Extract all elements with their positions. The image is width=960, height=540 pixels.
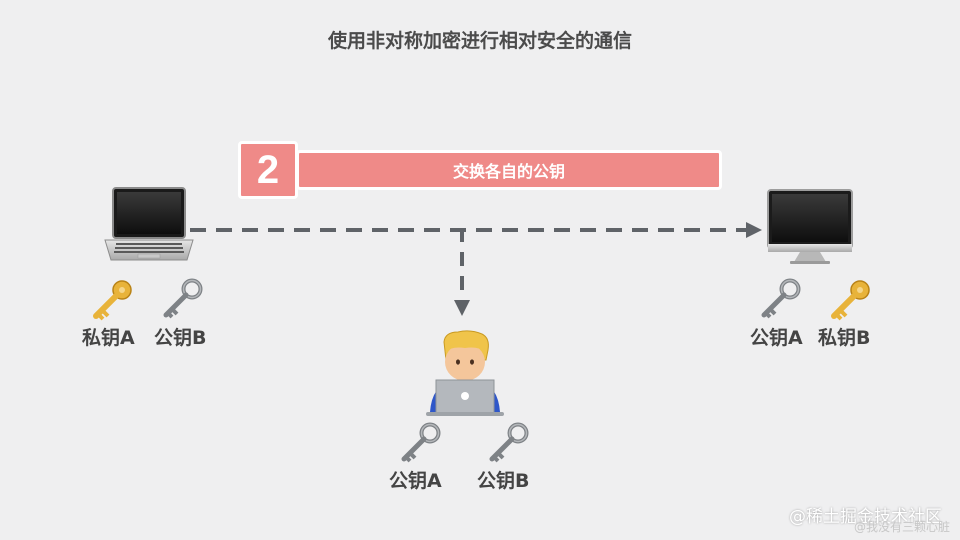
laptop-icon (105, 188, 193, 260)
eavesdropper-technologist-icon (426, 331, 504, 416)
private-key-icon (96, 281, 131, 319)
public-key-icon (764, 281, 799, 318)
exchange-arrow (190, 222, 762, 238)
public-key-icon (404, 425, 439, 462)
left-public-key-label: 公钥B (154, 323, 206, 350)
private-key-icon (834, 281, 869, 319)
left-private-key-label: 私钥A (82, 323, 135, 350)
public-key-icon (492, 425, 527, 462)
middle-public-key-a-label: 公钥A (389, 466, 442, 493)
middle-public-key-b-label: 公钥B (477, 466, 529, 493)
intercept-arrow (454, 228, 470, 316)
right-private-key-label: 私钥B (818, 323, 870, 350)
public-key-icon (166, 281, 201, 318)
desktop-monitor-icon (768, 190, 852, 264)
watermark-sub: @我没有三颗心脏 (854, 518, 950, 535)
right-public-key-label: 公钥A (750, 323, 803, 350)
